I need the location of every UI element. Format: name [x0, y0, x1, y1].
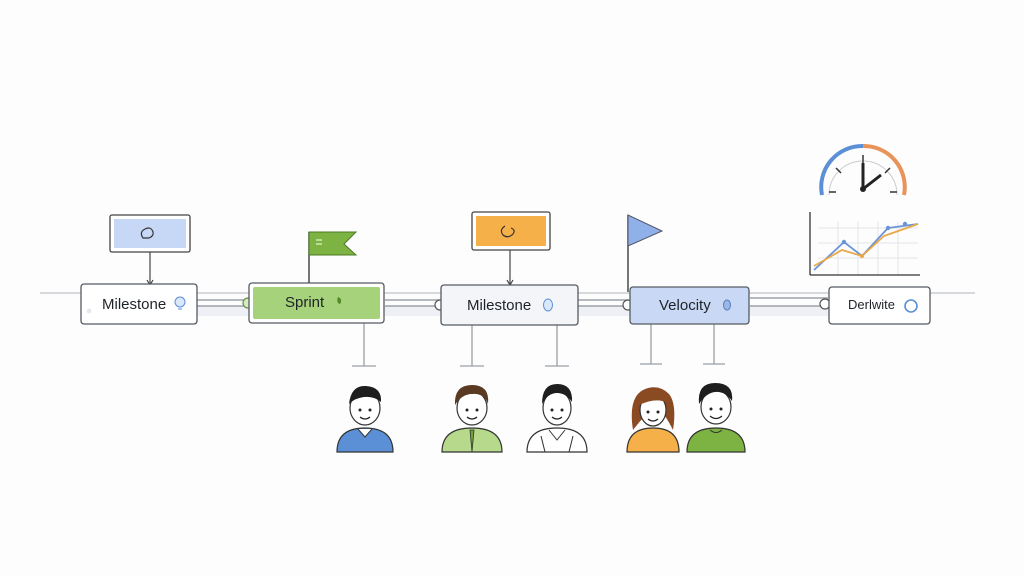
- person-avatar: [336, 385, 394, 453]
- node-deliverable[interactable]: Derlwite: [819, 286, 931, 325]
- speedometer-icon: [819, 143, 907, 196]
- flag-icon: [627, 214, 664, 292]
- node-velocity-label: Velocity: [659, 297, 711, 314]
- flag-icon: [308, 231, 358, 284]
- node-deliverable-label: Derlwite: [848, 297, 895, 312]
- drop-icon: [723, 299, 731, 311]
- node-milestone-1[interactable]: Milestone: [80, 283, 198, 325]
- drop-icon: [543, 298, 553, 312]
- node-velocity[interactable]: Velocity: [622, 286, 750, 325]
- lightbulb-icon: [174, 296, 186, 310]
- node-milestone-2[interactable]: Milestone: [434, 284, 579, 326]
- node-stems: [352, 322, 725, 367]
- leaf-icon: [337, 297, 342, 304]
- person-avatar: [441, 385, 503, 453]
- person-avatar: [686, 383, 746, 453]
- line-chart-icon: [809, 212, 920, 276]
- person-avatar: [526, 384, 588, 453]
- sticky-note-icon: [109, 214, 191, 287]
- refresh-icon: [904, 299, 918, 313]
- node-sprint[interactable]: Sprint: [248, 282, 385, 324]
- connectors: [197, 297, 828, 307]
- node-milestone-1-label: Milestone: [102, 296, 166, 313]
- person-avatar: [626, 387, 680, 453]
- sticky-note-icon: [471, 211, 551, 287]
- node-milestone-2-label: Milestone: [467, 297, 531, 314]
- node-sprint-label: Sprint: [285, 294, 325, 311]
